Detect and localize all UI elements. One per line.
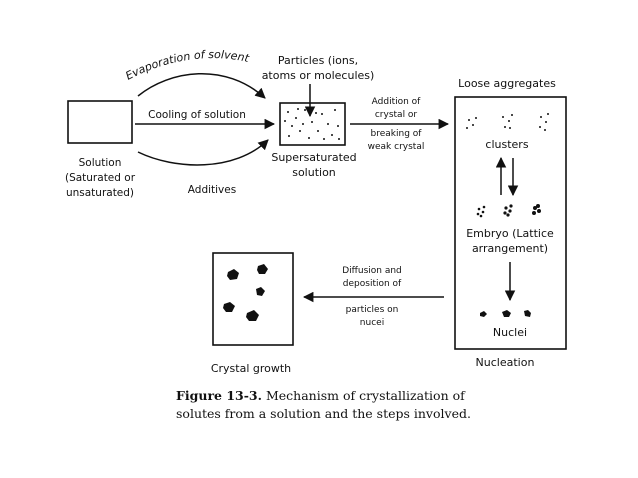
embryo-label-2: arrangement) <box>472 242 548 255</box>
evaporation-label: Evaporation of solvent <box>123 48 251 83</box>
solution-label-2: (Saturated or <box>65 172 136 184</box>
nucleation-label: Nucleation <box>476 356 535 369</box>
figure-caption-line-2: solutes from a solution and the steps in… <box>176 406 471 421</box>
diffusion-label-3: particles on <box>346 305 399 315</box>
supersaturated-label-1: Supersaturated <box>271 151 356 164</box>
nuclei-shapes <box>480 310 531 317</box>
supersaturated-label-2: solution <box>292 166 336 179</box>
particles-label-1: Particles (ions, <box>278 54 358 67</box>
addition-label-1: Addition of <box>372 97 422 107</box>
figure-caption-text-1: Mechanism of crystallization of <box>262 388 466 403</box>
cluster-dots <box>466 113 549 131</box>
nuclei-label: Nuclei <box>493 326 527 339</box>
nucleation-box <box>454 96 567 350</box>
figure-caption-line-1: Figure 13-3. Mechanism of crystallizatio… <box>176 388 466 403</box>
crystal-shapes <box>223 264 268 321</box>
cooling-label: Cooling of solution <box>148 109 246 121</box>
evaporation-arrow <box>137 72 266 99</box>
crystal-growth-label: Crystal growth <box>211 362 291 375</box>
clusters-label: clusters <box>485 138 528 151</box>
addition-label-2: crystal or <box>375 110 418 120</box>
addition-label-4: weak crystal <box>368 142 425 152</box>
diffusion-label-4: nucei <box>360 318 384 328</box>
solution-box <box>67 100 133 144</box>
figure-caption-label: Figure 13-3. <box>176 388 262 403</box>
addition-label-3: breaking of <box>371 129 423 139</box>
particles-label-2: atoms or molecules) <box>262 69 375 82</box>
loose-aggregates-label: Loose aggregates <box>458 77 556 90</box>
embryo-dots <box>476 204 541 218</box>
solution-label-1: Solution <box>79 157 122 169</box>
additives-arrow <box>137 139 269 166</box>
diffusion-label-1: Diffusion and <box>342 266 402 276</box>
supersaturated-particles <box>284 108 340 140</box>
embryo-label-1: Embryo (Lattice <box>466 227 554 240</box>
additives-label: Additives <box>188 184 236 196</box>
crystal-growth-box <box>212 252 294 346</box>
supersaturated-box <box>279 102 346 146</box>
solution-label-3: unsaturated) <box>66 187 134 199</box>
diffusion-label-2: deposition of <box>343 279 402 289</box>
